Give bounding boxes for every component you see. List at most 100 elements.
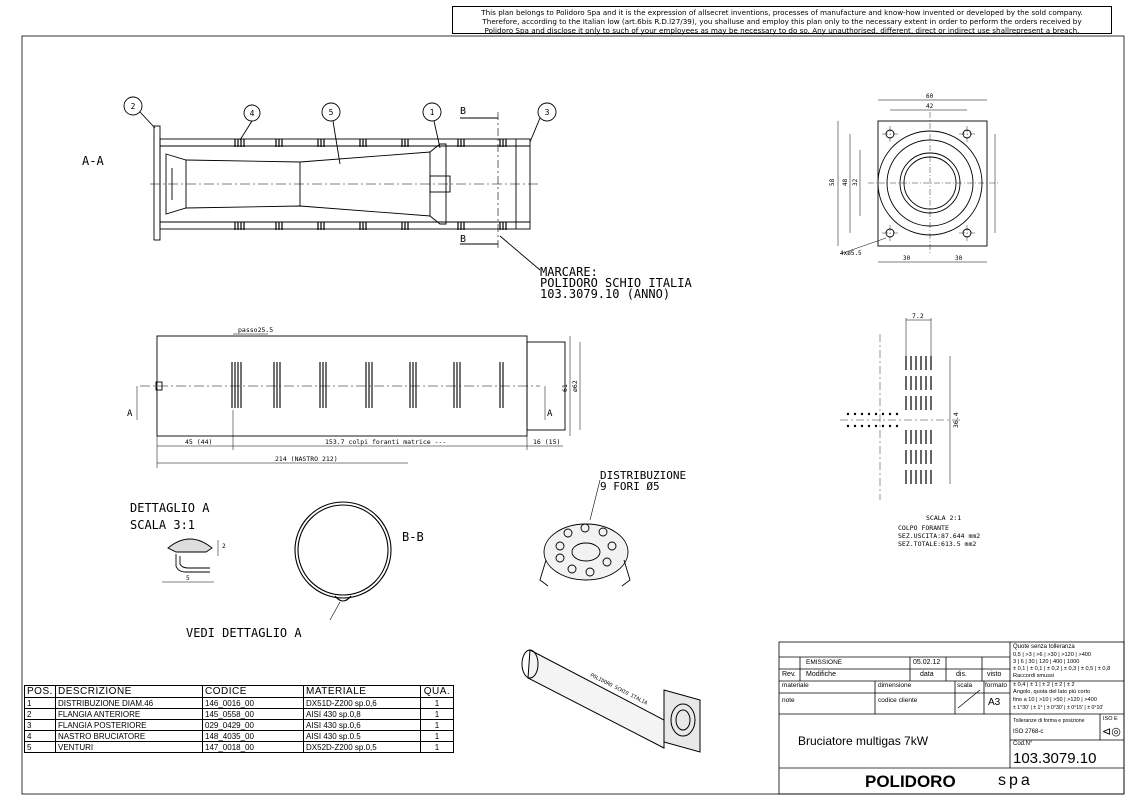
tol-row-1: 0,5 | >3 | >6 | >30 | >120 | >400 (1013, 652, 1092, 658)
header-code: CODICE (202, 685, 304, 698)
cell-code: 147_0018_00 (202, 741, 304, 753)
cut-b-top: B (460, 106, 466, 117)
cell-description: FLANGIA ANTERIORE (55, 708, 203, 720)
cell-pos: 2 (24, 708, 56, 720)
notice-line-1: This plan belongs to Polidoro Spa and it… (481, 8, 1083, 17)
tol-angle: Angolo, quota del lato più corto (1013, 689, 1091, 695)
detail-a: DETTAGLIO A SCALA 3:1 2 5 (130, 501, 226, 583)
cell-material: AISI 430 sp.0,8 (303, 708, 421, 720)
section-aa-view: A-A B B (82, 96, 557, 271)
tb-drawing-title: Bruciatore multigas 7kW (798, 734, 929, 748)
cell-quantity: 1 (420, 730, 454, 742)
tb-brand-suffix: spa (998, 772, 1033, 789)
svg-text:103.3079.10 (ANNO): 103.3079.10 (ANNO) (540, 287, 670, 301)
burner-iso: POLIDORO SCHIO ITALIA (521, 649, 701, 753)
cell-code: 145_0558_00 (202, 708, 304, 720)
cell-material: DX52D-Z200 sp.0,5 (303, 741, 421, 753)
tb-drawing-code: 103.3079.10 (1013, 750, 1097, 767)
detail-a-scale: SCALA 3:1 (130, 518, 195, 532)
area-note-2: SEZ.USCITA:87.644 mm2 (898, 532, 980, 540)
cell-pos: 4 (24, 730, 56, 742)
dim-slot-7-2: 7.2 (912, 312, 924, 320)
parts-header-row: POS. DESCRIZIONE CODICE MATERIALE QUA. (24, 685, 454, 698)
svg-text:POLIDORO SCHIO ITALIA: POLIDORO SCHIO ITALIA (540, 276, 692, 290)
tol-row-5: ± 1°30' | ± 1° | ± 0°30' | ± 0°15' | ± 0… (1013, 705, 1104, 711)
tb-note: note (782, 697, 795, 704)
cell-pos: 1 (24, 697, 56, 709)
iso-e-label: ISO E (1103, 716, 1118, 722)
tb-data-label: data (920, 671, 934, 678)
tb-dis-label: dis. (956, 671, 967, 678)
tb-scala: scala (957, 682, 973, 689)
section-aa-label: A-A (82, 154, 104, 168)
ownership-notice: This plan belongs to Polidoro Spa and it… (452, 6, 1112, 35)
tb-emission: EMISSIONE (806, 659, 843, 666)
cut-b-bottom: B (460, 234, 466, 245)
detail-dim-5: 5 (186, 575, 190, 582)
tol-title: Quote senza tolleranza (1013, 644, 1075, 650)
distributor-iso (539, 479, 631, 587)
svg-text:MARCARE:: MARCARE: (540, 265, 598, 279)
cell-description: VENTURI (55, 741, 203, 753)
title-block-frame (778, 641, 1125, 795)
table-row: 1 DISTRIBUZIONE DIAM.46 146_0016_00 DX51… (24, 697, 454, 709)
dim-153: 153.7 colpi foranti matrice --- (325, 438, 446, 446)
tb-code-label: Cod.N° (1013, 741, 1033, 747)
dim-45: 45 (44) (185, 438, 212, 446)
area-note-1: COLPO FORANTE (898, 524, 949, 532)
slot-detail-view: 7.2 36.4 SCALA 2:1 COLPO FORANTE SEZ.USC… (840, 312, 980, 548)
dim-62: ø62 (571, 380, 579, 392)
flange-front-view: 60 42 58 48 32 30 30 4xø5.5 (829, 93, 1000, 263)
dim-61: 61 (561, 384, 569, 392)
marking-note: MARCARE: POLIDORO SCHIO ITALIA 103.3079.… (540, 265, 692, 301)
balloon-5: 5 (329, 108, 334, 117)
dim-32: 32 (852, 178, 859, 186)
header-description: DESCRIZIONE (55, 685, 203, 698)
notice-line-3: Polidoro Spa and disclose it only to suc… (484, 26, 1080, 35)
tb-modifications: Modifiche (806, 671, 836, 678)
tb-formato: formato (985, 682, 1008, 689)
tb-visto-label: visto (987, 671, 1002, 678)
area-note-3: SEZ.TOTALE:613.5 mm2 (898, 540, 976, 548)
dim-holes: 4xø5.5 (840, 250, 862, 257)
dim-30: 30 (903, 255, 911, 262)
detail-a-title: DETTAGLIO A (130, 501, 210, 515)
svg-text:DISTRIBUZIONE: DISTRIBUZIONE (600, 469, 686, 482)
dim-flange-60: 60 (926, 93, 934, 100)
side-view: A A passo25.5 45 (44) 153.7 colpi forant… (127, 326, 581, 468)
header-pos: POS. (24, 685, 56, 698)
tol-row-1b: 3 | 6 | 30 | 120 | 400 | 1000 (1013, 659, 1080, 665)
dim-48: 48 (842, 178, 849, 186)
see-detail-a: VEDI DETTAGLIO A (186, 626, 302, 640)
cut-a-left: A (127, 409, 133, 419)
dim-30b: 30 (955, 255, 963, 262)
tol-row-2: ± 0,1 | ± 0,1 | ± 0,2 | ± 0,3 | ± 0,5 | … (1013, 666, 1111, 672)
projection-icon: ⊲◎ (1102, 726, 1121, 738)
table-row: 2 FLANGIA ANTERIORE 145_0558_00 AISI 430… (24, 708, 454, 720)
tb-codice-cliente: codice cliente (878, 697, 918, 704)
cell-code: 029_0429_00 (202, 719, 304, 731)
cell-material: AISI 430 sp.0.5 (303, 730, 421, 742)
table-row: 3 FLANGIA POSTERIORE 029_0429_00 AISI 43… (24, 719, 454, 731)
cell-pos: 3 (24, 719, 56, 731)
tol-rounding: Raccordi smussi (1013, 673, 1055, 679)
section-bb-label: B-B (402, 530, 424, 544)
tb-brand: POLIDORO (865, 772, 956, 791)
tol-iso: ISO 2768-c (1013, 729, 1044, 735)
svg-text:9 FORI Ø5: 9 FORI Ø5 (600, 480, 660, 493)
parts-table: POS. DESCRIZIONE CODICE MATERIALE QUA. 1… (24, 685, 454, 753)
dim-flange-42: 42 (926, 103, 934, 110)
tb-rev: Rev. (782, 671, 796, 678)
tol-row-3: ± 0,4 | ± 1 | ± 2 | ± 2 | ± 2 (1013, 682, 1075, 688)
cell-material: AISI 430 sp.0,6 (303, 719, 421, 731)
scale-2-1: SCALA 2:1 (926, 514, 961, 522)
dim-slot-36-4: 36.4 (952, 412, 960, 428)
dim-16: 16 (15) (533, 438, 560, 446)
cell-code: 146_0016_00 (202, 697, 304, 709)
header-material: MATERIALE (303, 685, 421, 698)
cell-code: 148_4035_00 (202, 730, 304, 742)
balloon-1: 1 (430, 108, 435, 117)
cell-quantity: 1 (420, 708, 454, 720)
balloon-3: 3 (545, 108, 550, 117)
dim-58: 58 (829, 178, 836, 186)
